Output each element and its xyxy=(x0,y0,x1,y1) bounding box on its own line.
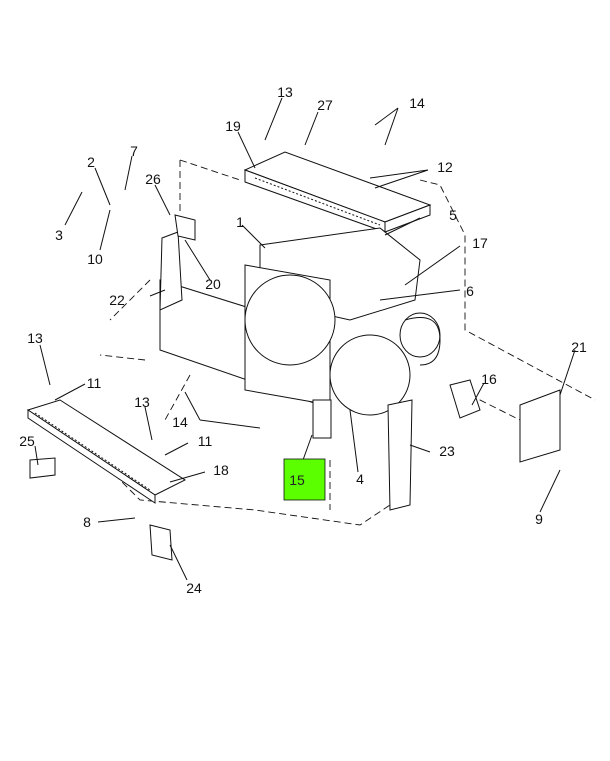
top-step-assembly xyxy=(243,151,432,233)
callout-label: 13 xyxy=(277,84,293,100)
clamp-bracket-25 xyxy=(29,457,56,479)
callout-label: 1 xyxy=(236,214,244,230)
callout-label: 5 xyxy=(449,207,457,223)
callout-label: 20 xyxy=(205,276,221,292)
leader-lines xyxy=(34,97,576,581)
callout-label: 27 xyxy=(317,97,333,113)
callout-label: 19 xyxy=(225,118,241,134)
callout-label: 23 xyxy=(439,443,455,459)
cab-body xyxy=(159,227,441,416)
callout-label: 4 xyxy=(356,471,364,487)
callout-label: 6 xyxy=(466,283,474,299)
bottom-bracket xyxy=(149,524,173,561)
left-bracket xyxy=(159,214,196,311)
callout-label: 7 xyxy=(130,143,138,159)
callout-label: 18 xyxy=(213,462,229,478)
callout-label: 11 xyxy=(198,433,213,449)
callout-label: 26 xyxy=(145,171,161,187)
callout-label: 3 xyxy=(55,227,63,243)
callout-label: 16 xyxy=(481,371,497,387)
callout-label: 14 xyxy=(172,414,188,430)
callout-label: 10 xyxy=(87,251,103,267)
callout-label: 24 xyxy=(186,580,202,596)
callout-label: 17 xyxy=(472,235,488,251)
callout-label: 8 xyxy=(83,514,91,530)
callout-label: 2 xyxy=(87,154,95,170)
callout-labels: 13 27 14 19 12 2 7 26 3 10 5 1 17 20 22 … xyxy=(19,84,587,596)
highlighted-callout-label: 15 xyxy=(289,472,305,488)
lower-step-assembly xyxy=(26,399,187,504)
highlighted-callout[interactable]: 15 xyxy=(283,458,326,501)
callout-label: 22 xyxy=(109,292,125,308)
small-component xyxy=(312,399,332,439)
callout-label: 13 xyxy=(27,330,43,346)
side-plate xyxy=(519,389,561,463)
callout-label: 21 xyxy=(571,339,587,355)
callout-label: 9 xyxy=(535,511,543,527)
dashed-outline xyxy=(59,159,596,526)
callout-label: 14 xyxy=(409,95,425,111)
callout-label: 13 xyxy=(134,394,150,410)
bracket-16 xyxy=(449,379,481,419)
callout-label: 25 xyxy=(19,433,35,449)
right-bracket xyxy=(387,399,413,511)
callout-label: 12 xyxy=(437,159,453,175)
callout-label: 11 xyxy=(87,375,102,391)
